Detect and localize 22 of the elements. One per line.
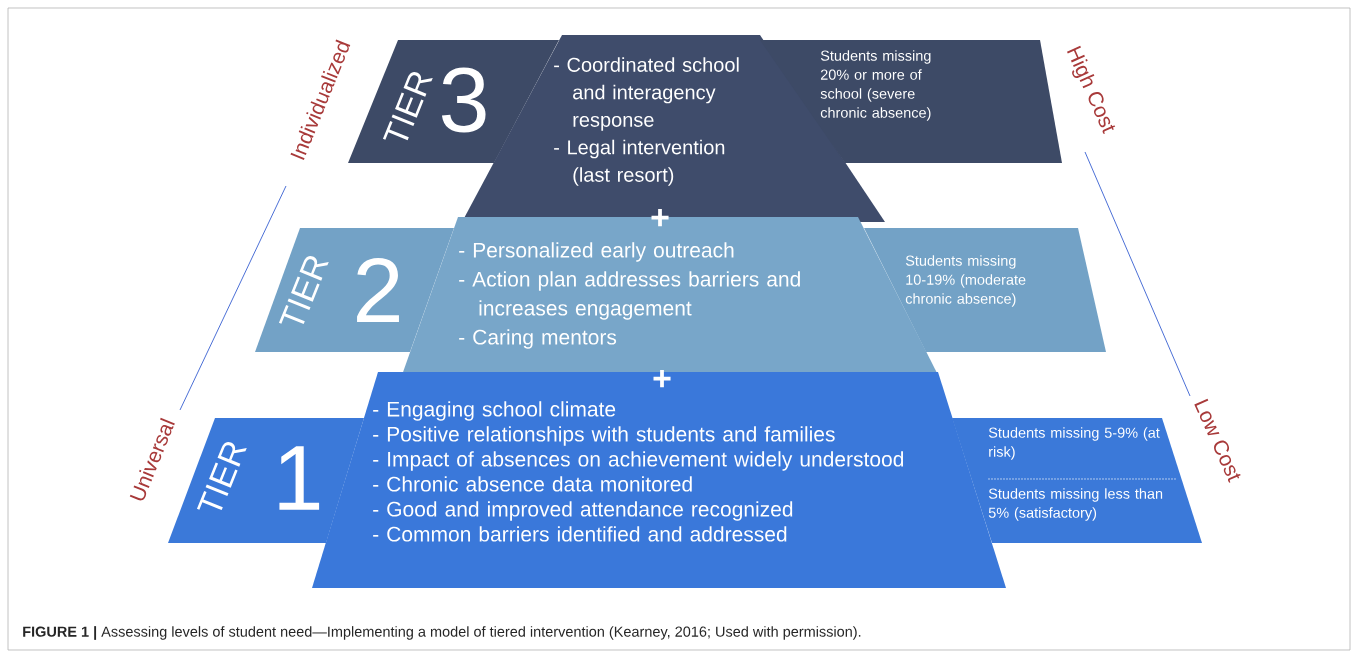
plus-sign: + xyxy=(653,370,671,388)
node-label: - Impact of absences on achievement widely understood xyxy=(373,451,904,471)
intervention-list: - Engaging school climate - Positive relationships with students and families - Impact of absences on achievement widely understood - Chronic absence data monitored - Good and improved attendance recognized - Common barriers identified and addressed xyxy=(373,401,904,542)
node-label: - Good and improved attendance recognized xyxy=(373,501,793,521)
absence-text: Students missing 20% or more of school (severe chronic absence) xyxy=(820,50,931,121)
tier-word: TIER xyxy=(382,71,433,141)
tier-number: 1 xyxy=(279,446,320,510)
tier-word: TIER xyxy=(196,441,247,511)
tier-number: 3 xyxy=(441,67,486,133)
tier-word: TIER xyxy=(278,255,329,325)
absence-text: Students missing 5-9% (at risk) xyxy=(988,427,1160,460)
tier-number: 2 xyxy=(357,257,399,323)
intervention-list: - Coordinated school and interagency response - Legal intervention (last resort) xyxy=(554,57,739,186)
node-label: - Chronic absence data monitored xyxy=(373,476,692,492)
absence-text: Students missing less than 5% (satisfactory) xyxy=(988,488,1163,521)
scale-label: Low Cost xyxy=(1194,398,1241,483)
intervention-list: - Personalized early outreach - Action plan addresses barriers and increases engagement - Caring mentors xyxy=(459,242,800,349)
absence-text: Students missing 10-19% (moderate chronic absence) xyxy=(905,255,1026,307)
node-label: - Positive relationships with students and families xyxy=(373,426,835,446)
node-label: - Engaging school climate xyxy=(373,401,616,421)
node-label: - Common barriers identified and addressed xyxy=(373,526,787,542)
caption: FIGURE 1 | Assessing levels of student need—Implementing a model of tiered intervention (Kearney, 2016; Used with permission). xyxy=(23,626,861,640)
